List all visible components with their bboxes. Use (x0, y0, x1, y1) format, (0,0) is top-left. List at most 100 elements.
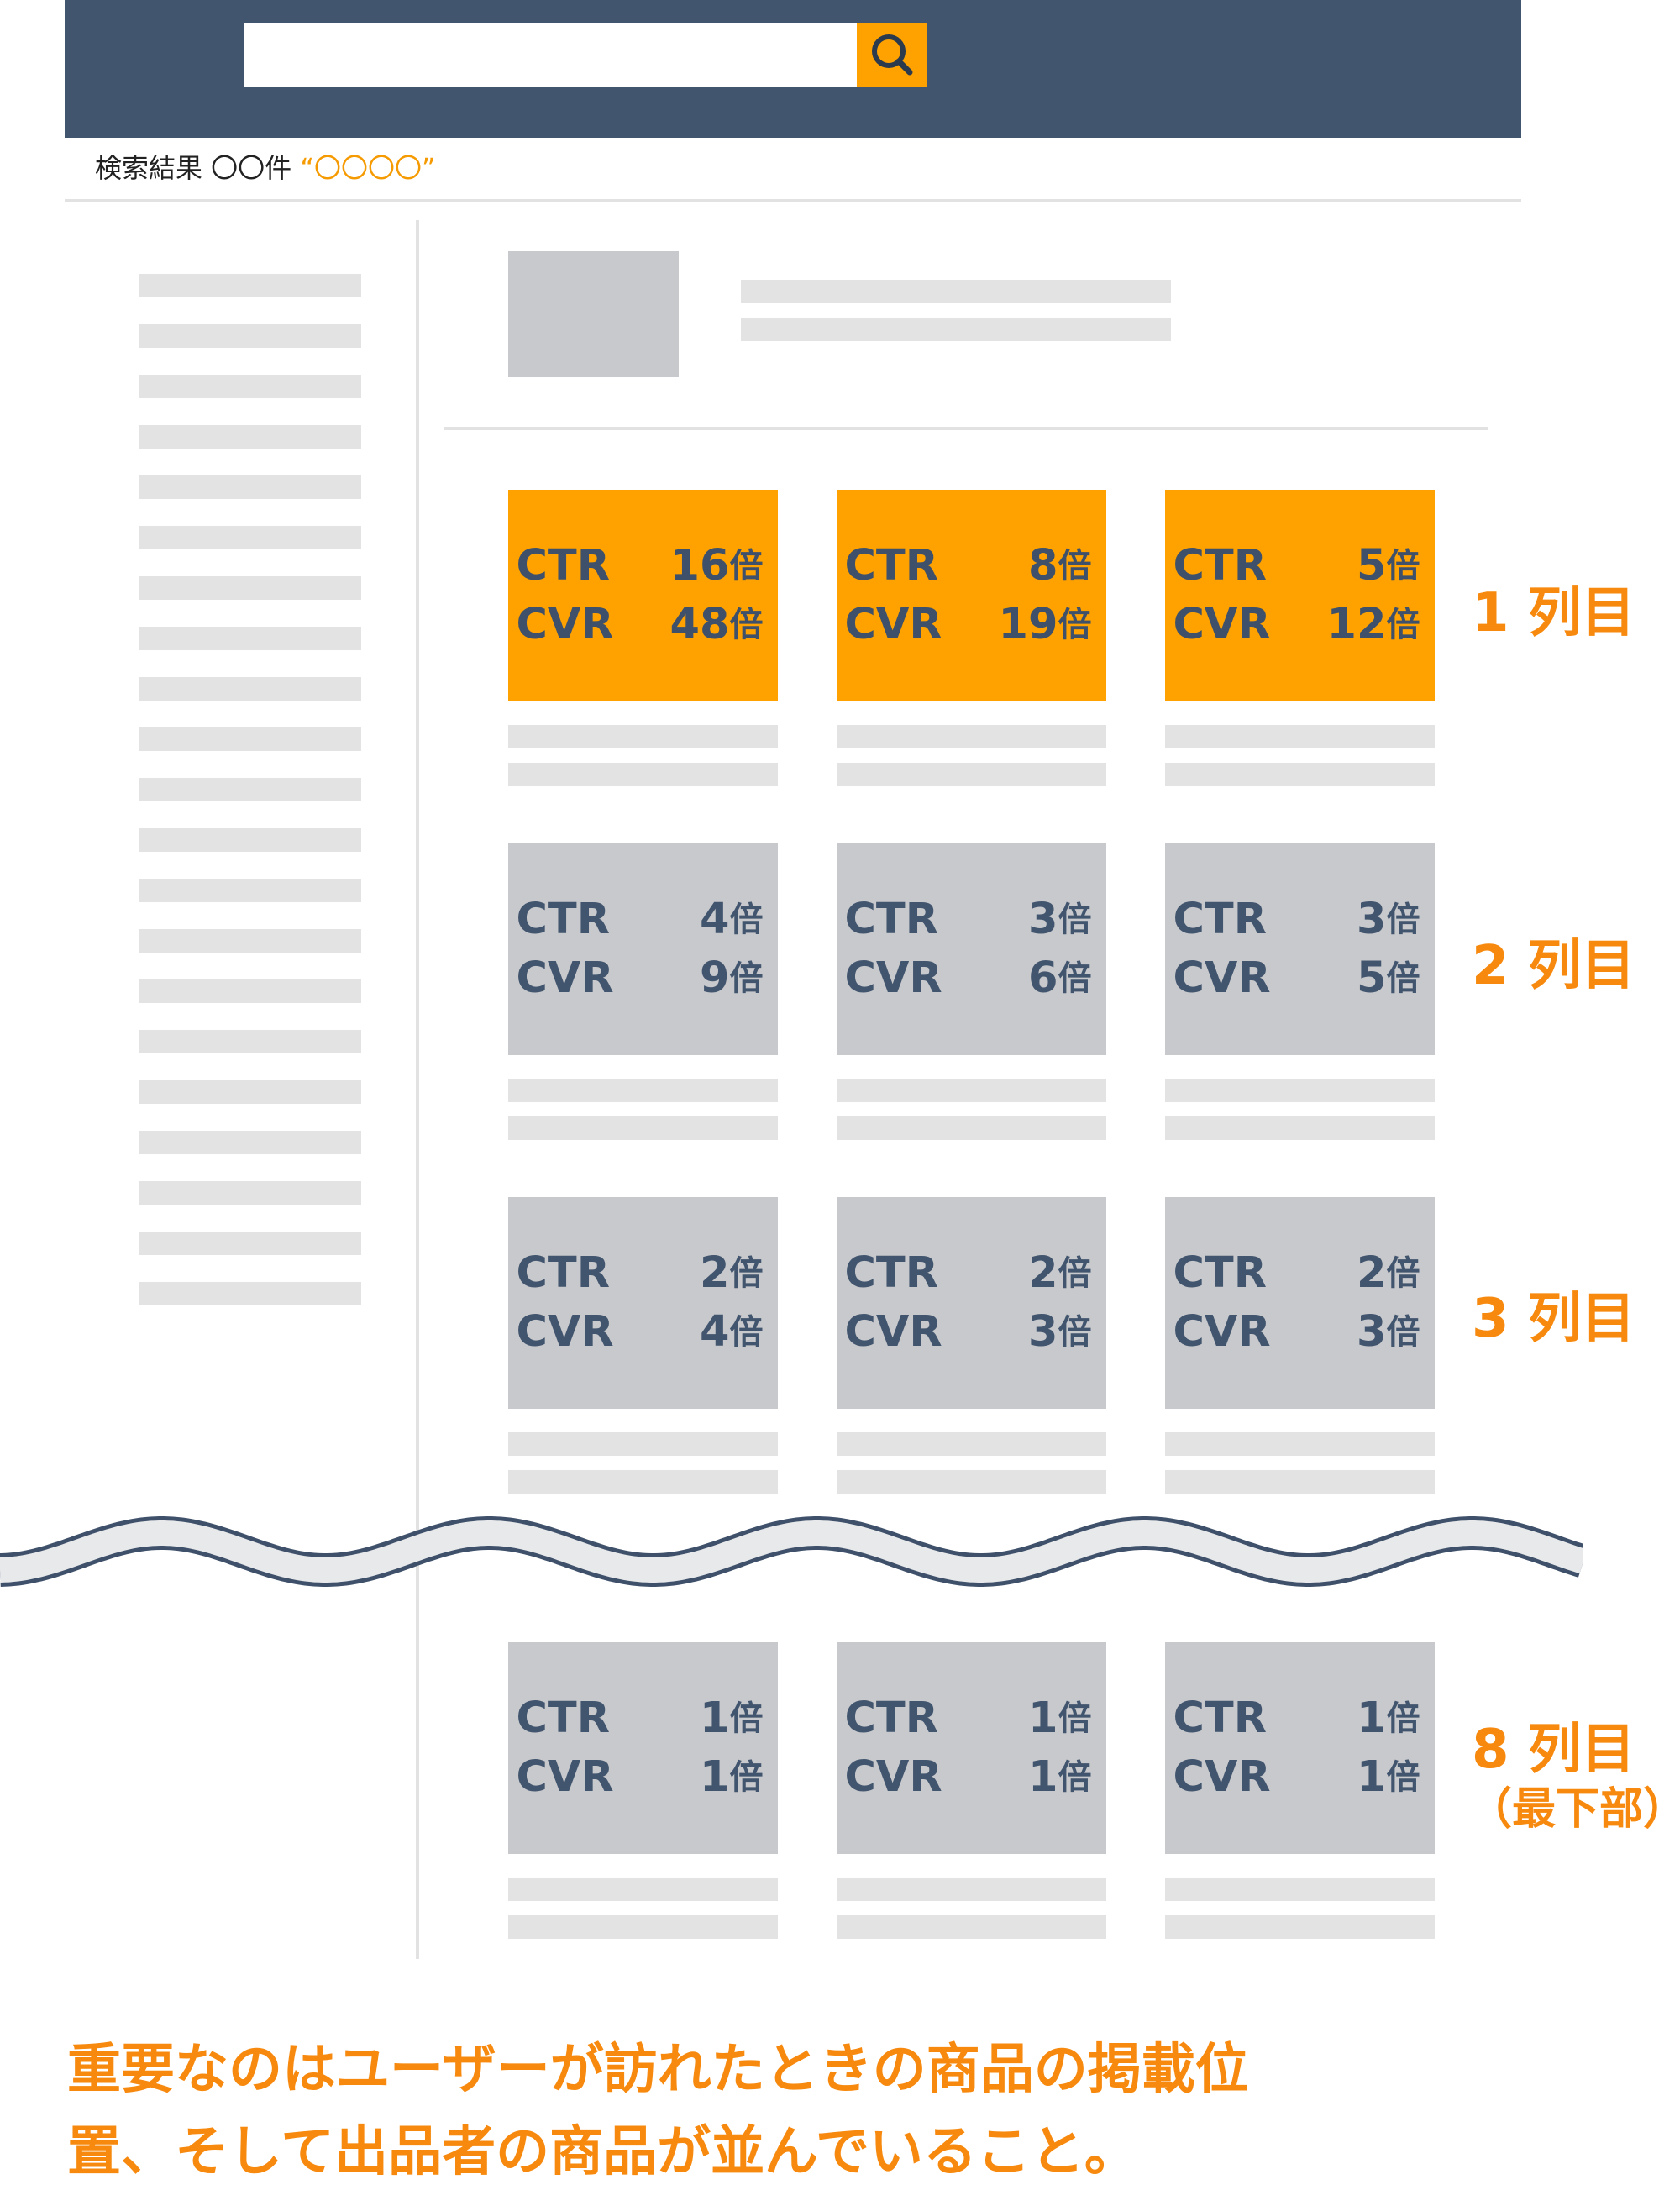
cvr-label: CVR (1173, 1752, 1271, 1802)
search-query-text: “〇〇〇〇” (300, 152, 436, 184)
ctr-unit: 倍 (1058, 1254, 1092, 1293)
sidebar-item-placeholder (139, 1232, 361, 1255)
cvr-value: 3 (1028, 1307, 1058, 1357)
ctr-value: 16 (669, 541, 730, 591)
cvr-label: CVR (516, 600, 614, 649)
row-label: 8 列目 (1472, 1719, 1635, 1781)
magnifier-icon (872, 34, 913, 76)
sidebar-divider (416, 220, 419, 1959)
ctr-label: CTR (1173, 895, 1268, 944)
caption-line-1: 重要なのはユーザーが訪れたときの商品の掲載位 (67, 2039, 1249, 2101)
sidebar-item-placeholder (139, 576, 361, 600)
sidebar-item-placeholder (139, 627, 361, 650)
product-info-placeholder (837, 763, 1106, 786)
ctr-value: 1 (1357, 1694, 1387, 1743)
cvr-unit: 倍 (1386, 1758, 1420, 1797)
ctr-unit: 倍 (1386, 1699, 1420, 1738)
cvr-value: 3 (1357, 1307, 1387, 1357)
cvr-value: 19 (998, 600, 1058, 649)
sidebar-item-placeholder (139, 1181, 361, 1205)
cvr-value: 12 (1326, 600, 1387, 649)
cvr-value: 48 (669, 600, 730, 649)
cvr-value: 5 (1357, 953, 1387, 1003)
search-result-count: 検索結果 〇〇件 “〇〇〇〇” (95, 150, 436, 186)
sidebar-item-placeholder (139, 828, 361, 852)
ctr-value: 2 (1028, 1248, 1058, 1298)
ctr-value: 2 (700, 1248, 730, 1298)
product-info-placeholder (508, 1878, 778, 1901)
cvr-label: CVR (1173, 1307, 1271, 1357)
cvr-label: CVR (1173, 600, 1271, 649)
cvr-unit: 倍 (1058, 1758, 1092, 1797)
product-info-placeholder (1165, 763, 1435, 786)
ctr-value: 1 (1028, 1694, 1058, 1743)
row-label: 3 列目 (1472, 1288, 1635, 1350)
cvr-unit: 倍 (1386, 1313, 1420, 1352)
cvr-unit: 倍 (729, 1313, 764, 1352)
product-info-placeholder (508, 725, 778, 748)
product-info-placeholder (508, 1432, 778, 1456)
sidebar-item-placeholder (139, 526, 361, 549)
search-button[interactable] (857, 23, 927, 87)
product-info-placeholder (1165, 1915, 1435, 1939)
cvr-unit: 倍 (1058, 959, 1092, 998)
ctr-unit: 倍 (1386, 1254, 1420, 1293)
product-info-placeholder (508, 1915, 778, 1939)
ctr-unit: 倍 (1058, 547, 1092, 586)
ctr-label: CTR (1173, 1694, 1268, 1743)
caption: 重要なのはユーザーが訪れたときの商品の掲載位 置、そして出品者の商品が並んでいる… (67, 2029, 1546, 2193)
ctr-label: CTR (1173, 541, 1268, 591)
product-info-placeholder (508, 1470, 778, 1494)
sidebar-item-placeholder (139, 879, 361, 902)
product-info-placeholder (1165, 725, 1435, 748)
sidebar-item-placeholder (139, 778, 361, 801)
cvr-value: 4 (700, 1307, 730, 1357)
sidebar-item-placeholder (139, 1080, 361, 1104)
product-info-placeholder (1165, 1432, 1435, 1456)
ctr-unit: 倍 (729, 547, 764, 586)
cvr-unit: 倍 (1386, 606, 1420, 644)
cvr-value: 1 (700, 1752, 730, 1802)
sidebar-item-placeholder (139, 375, 361, 398)
cvr-label: CVR (844, 600, 942, 649)
cvr-unit: 倍 (729, 1758, 764, 1797)
ctr-value: 5 (1357, 541, 1387, 591)
sidebar-item-placeholder (139, 1131, 361, 1154)
cvr-label: CVR (1173, 953, 1271, 1003)
product-info-placeholder (837, 1915, 1106, 1939)
ctr-label: CTR (516, 541, 611, 591)
ctr-label: CTR (844, 1694, 939, 1743)
ctr-value: 1 (700, 1694, 730, 1743)
sidebar-item-placeholder (139, 1282, 361, 1305)
search-input[interactable] (244, 23, 857, 87)
cvr-value: 9 (700, 953, 730, 1003)
banner-text-line (741, 280, 1171, 303)
cvr-value: 1 (1028, 1752, 1058, 1802)
ctr-unit: 倍 (1058, 1699, 1092, 1738)
